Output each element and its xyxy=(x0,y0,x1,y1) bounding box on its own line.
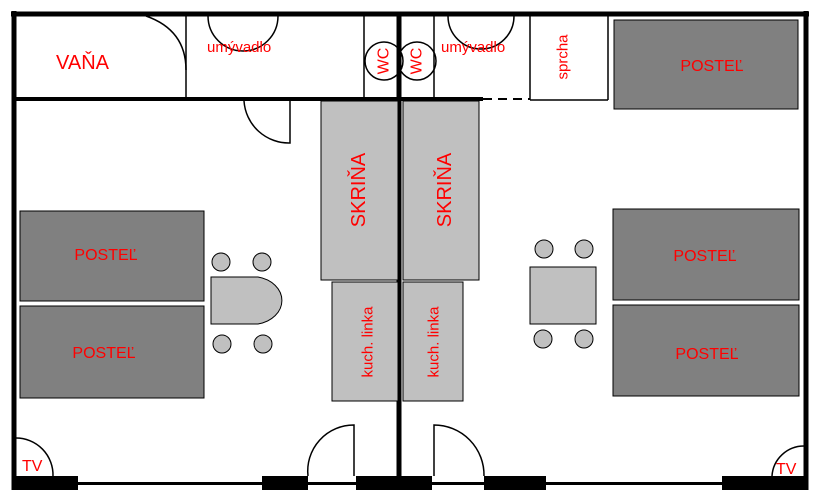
label-shower: sprcha xyxy=(555,34,572,80)
left-wc-icon xyxy=(364,41,404,81)
left-bathroom-walls xyxy=(14,15,399,101)
left-chair-4[interactable] xyxy=(253,334,273,354)
label-right-sink: umývadlo xyxy=(441,39,505,56)
right-bathroom-walls xyxy=(399,16,609,101)
left-sink-icon xyxy=(207,15,279,52)
bottom-wall-seg-4 xyxy=(484,476,546,490)
bathroom-door-icon[interactable] xyxy=(243,100,291,144)
left-chair-2[interactable] xyxy=(252,252,272,272)
right-chair-3[interactable] xyxy=(533,329,553,349)
label-left-wc: WC xyxy=(376,48,393,75)
label-left-bed-upper: POSTEĽ xyxy=(74,247,137,264)
left-table[interactable] xyxy=(210,276,283,325)
left-chair-3[interactable] xyxy=(212,334,232,354)
label-left-kitchen: kuch. linka xyxy=(360,306,377,378)
bottom-wall-seg-3 xyxy=(356,476,432,490)
bottom-wall-seg-1 xyxy=(14,476,78,490)
right-tv-icon xyxy=(771,445,805,477)
label-left-sink: umývadlo xyxy=(207,39,271,56)
label-right-bed-top: POSTEĽ xyxy=(680,58,743,75)
label-bathtub: VAŇA xyxy=(56,51,110,74)
label-left-wardrobe: SKRIŇA xyxy=(347,152,370,227)
right-table[interactable] xyxy=(529,266,597,325)
label-right-bed-upper: POSTEĽ xyxy=(673,248,736,265)
right-bed-lower[interactable] xyxy=(612,304,800,397)
right-chair-2[interactable] xyxy=(574,239,594,259)
right-chair-1[interactable] xyxy=(534,239,554,259)
right-sink-icon xyxy=(447,15,515,50)
outer-walls xyxy=(11,11,809,490)
left-entrance-door-icon[interactable] xyxy=(306,424,355,477)
left-kitchen-unit[interactable] xyxy=(331,281,399,402)
label-right-tv: TV xyxy=(776,461,797,478)
bottom-wall-seg-2 xyxy=(262,476,308,490)
right-wc-icon xyxy=(397,41,437,81)
right-wardrobe[interactable] xyxy=(402,100,480,281)
right-bed-top[interactable] xyxy=(613,19,799,110)
right-bed-upper[interactable] xyxy=(612,208,800,301)
label-right-bed-lower: POSTEĽ xyxy=(675,346,738,363)
left-wardrobe[interactable] xyxy=(320,100,399,281)
bottom-wall-seg-5 xyxy=(722,476,806,490)
label-left-tv: TV xyxy=(22,458,43,475)
left-tv-icon xyxy=(15,437,54,477)
right-entrance-door-icon[interactable] xyxy=(433,424,485,477)
label-right-wc: WC xyxy=(409,48,426,75)
left-chair-1[interactable] xyxy=(211,252,231,272)
label-right-wardrobe: SKRIŇA xyxy=(433,152,456,227)
bottom-wall xyxy=(14,476,806,490)
doors xyxy=(243,100,485,477)
label-right-kitchen: kuch. linka xyxy=(426,306,443,378)
label-left-bed-lower: POSTEĽ xyxy=(72,345,135,362)
right-chair-4[interactable] xyxy=(574,329,594,349)
bathtub-curve xyxy=(145,15,187,71)
left-bed-upper[interactable] xyxy=(19,210,205,302)
right-kitchen-unit[interactable] xyxy=(402,281,464,402)
left-bed-lower[interactable] xyxy=(19,305,205,399)
